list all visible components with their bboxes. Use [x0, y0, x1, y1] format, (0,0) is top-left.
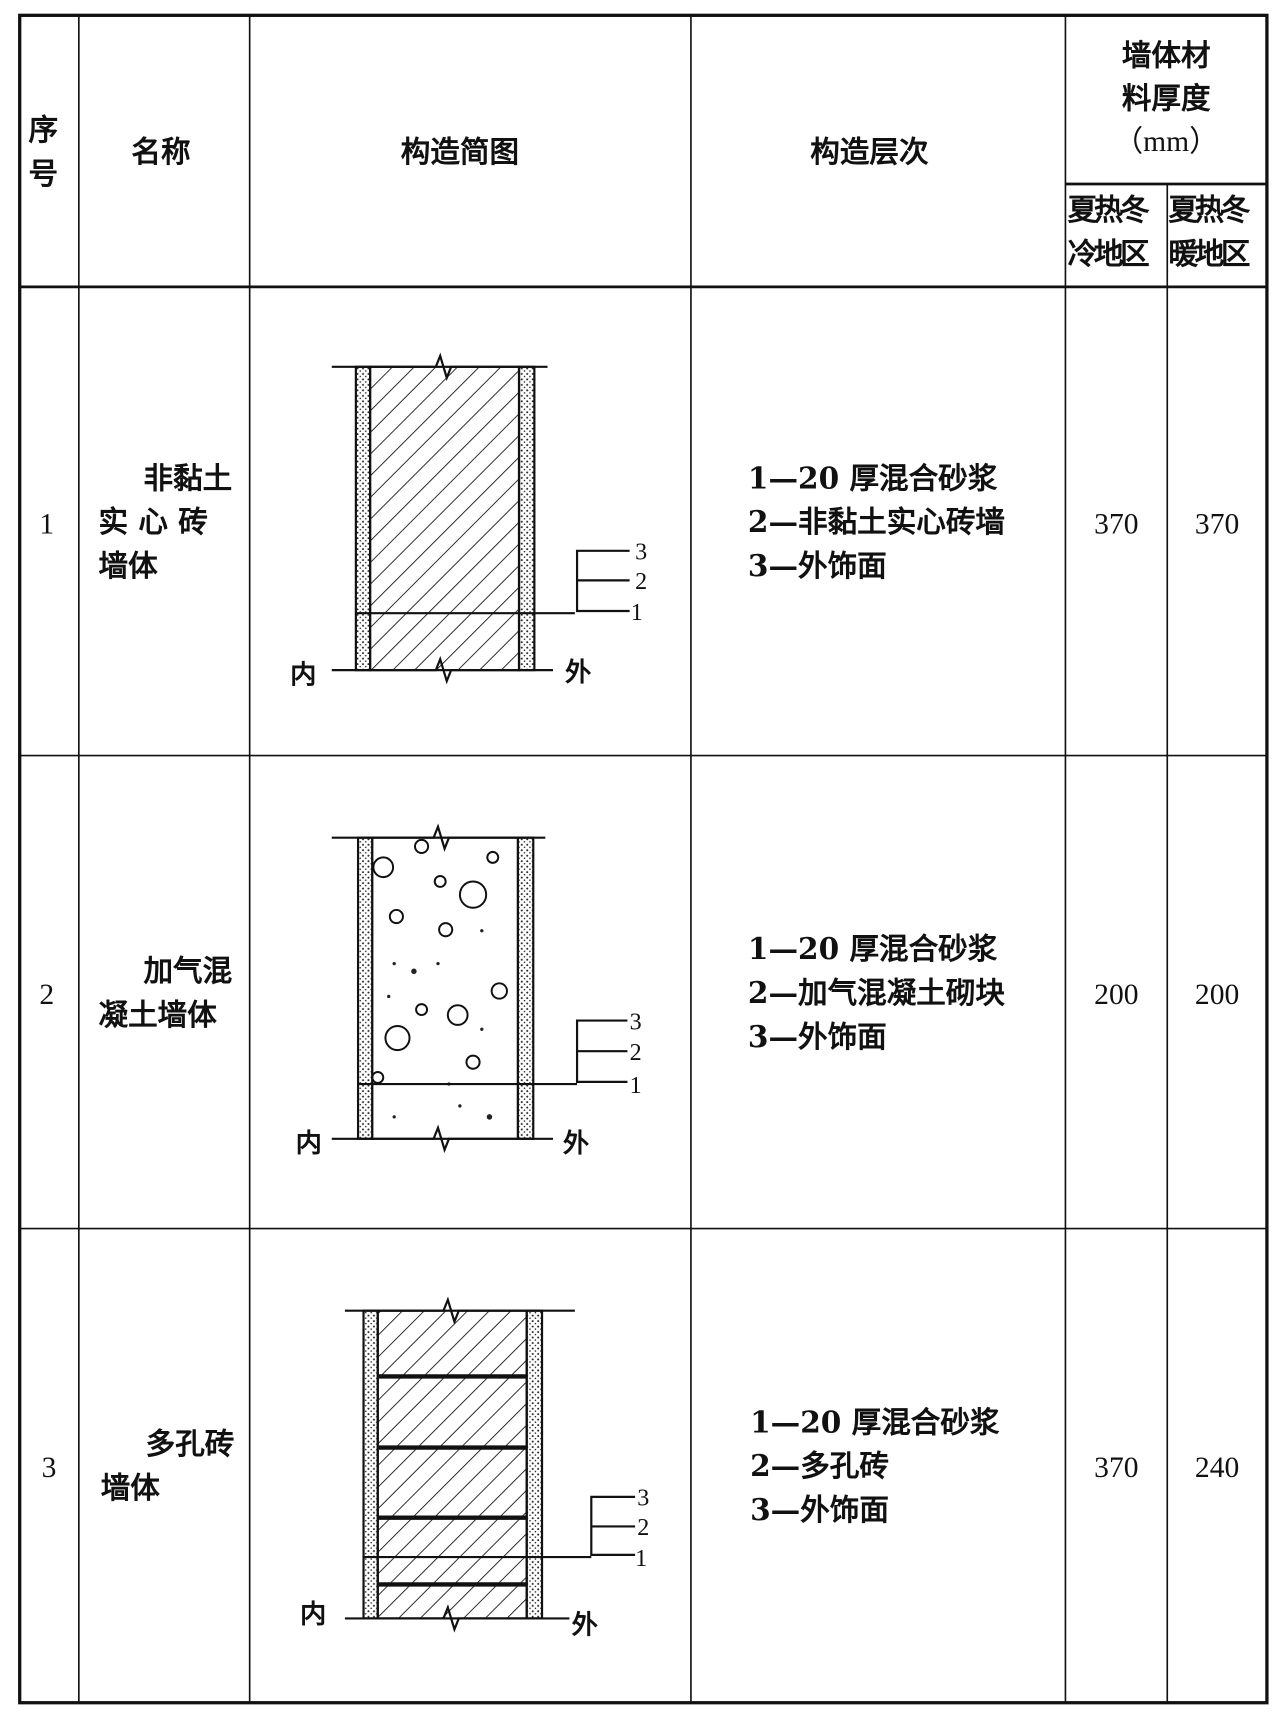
header-thickness: 墙体材料厚度（mm）	[1113, 39, 1219, 158]
row-seq: 3	[41, 1450, 57, 1484]
svg-text:外: 外	[572, 1611, 599, 1641]
row-name: 多孔砖墙体	[100, 1427, 235, 1506]
header-region-hscw: 夏热冬冷地区	[1067, 193, 1150, 272]
row-seq: 2	[39, 977, 55, 1011]
row-thickness-hscw: 370	[1094, 1450, 1139, 1484]
svg-text:外: 外	[565, 658, 592, 688]
diagram-labels: 3 2 1 3 2 1 3 2 1	[630, 540, 650, 1572]
diagram-perforated-brick	[344, 1296, 636, 1633]
svg-text:内: 内	[290, 660, 316, 690]
row-thickness-hscw: 370	[1094, 506, 1139, 540]
svg-text:1: 1	[635, 1546, 647, 1572]
svg-text:2: 2	[630, 1040, 642, 1066]
svg-text:3: 3	[630, 1009, 642, 1035]
header-diagram: 构造简图	[400, 135, 520, 170]
row-thickness-hsww: 200	[1194, 977, 1240, 1011]
header-layers: 构造层次	[810, 135, 929, 170]
diagram-solid-brick	[331, 352, 630, 685]
header-region-hsww: 夏热冬暖地区	[1168, 193, 1250, 272]
svg-text:2: 2	[635, 569, 647, 595]
row-thickness-hscw: 200	[1094, 977, 1139, 1011]
row-thickness-hsww: 370	[1194, 506, 1240, 540]
header-seq: 序号	[28, 113, 59, 192]
diagram-aerated-concrete	[331, 823, 628, 1154]
svg-text:3: 3	[635, 540, 647, 566]
row-seq: 1	[39, 506, 55, 540]
svg-text:1: 1	[630, 1073, 642, 1099]
header-name: 名称	[131, 135, 191, 170]
svg-text:1: 1	[631, 600, 643, 626]
row-thickness-hsww: 240	[1194, 1450, 1240, 1484]
svg-text:3: 3	[637, 1486, 649, 1512]
svg-text:外: 外	[563, 1129, 590, 1159]
row-name: 非黏土实 心 砖墙体	[98, 462, 233, 584]
row-name: 加气混凝土墙体	[98, 954, 233, 1033]
svg-text:内: 内	[300, 1600, 326, 1630]
svg-text:2: 2	[637, 1515, 649, 1541]
svg-text:内: 内	[296, 1129, 322, 1159]
